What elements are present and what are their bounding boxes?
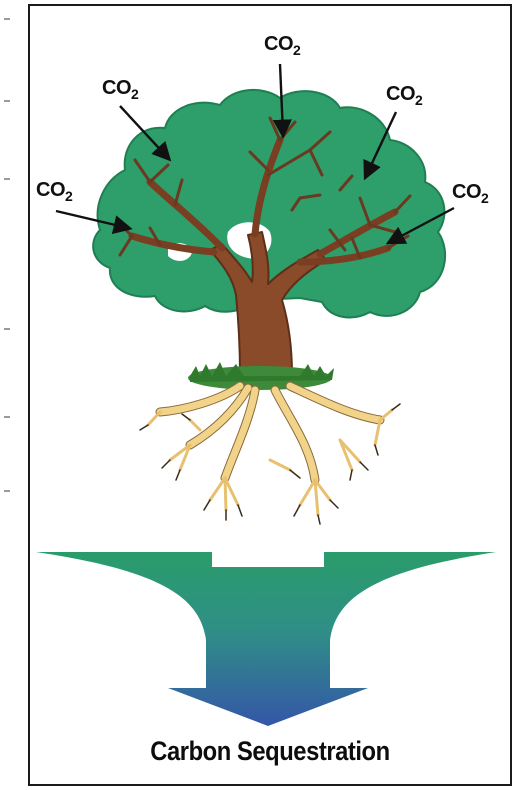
co2-label-upper-left: CO2 <box>102 77 139 102</box>
tree-roots <box>140 386 400 524</box>
diagram-caption: Carbon Sequestration <box>59 736 481 767</box>
sequestration-arrow <box>36 552 496 726</box>
grass-patch <box>188 362 334 390</box>
co2-label-upper-right: CO2 <box>386 83 423 108</box>
co2-label-left: CO2 <box>36 179 73 204</box>
co2-label-top: CO2 <box>264 33 301 58</box>
co2-label-right: CO2 <box>452 181 489 206</box>
